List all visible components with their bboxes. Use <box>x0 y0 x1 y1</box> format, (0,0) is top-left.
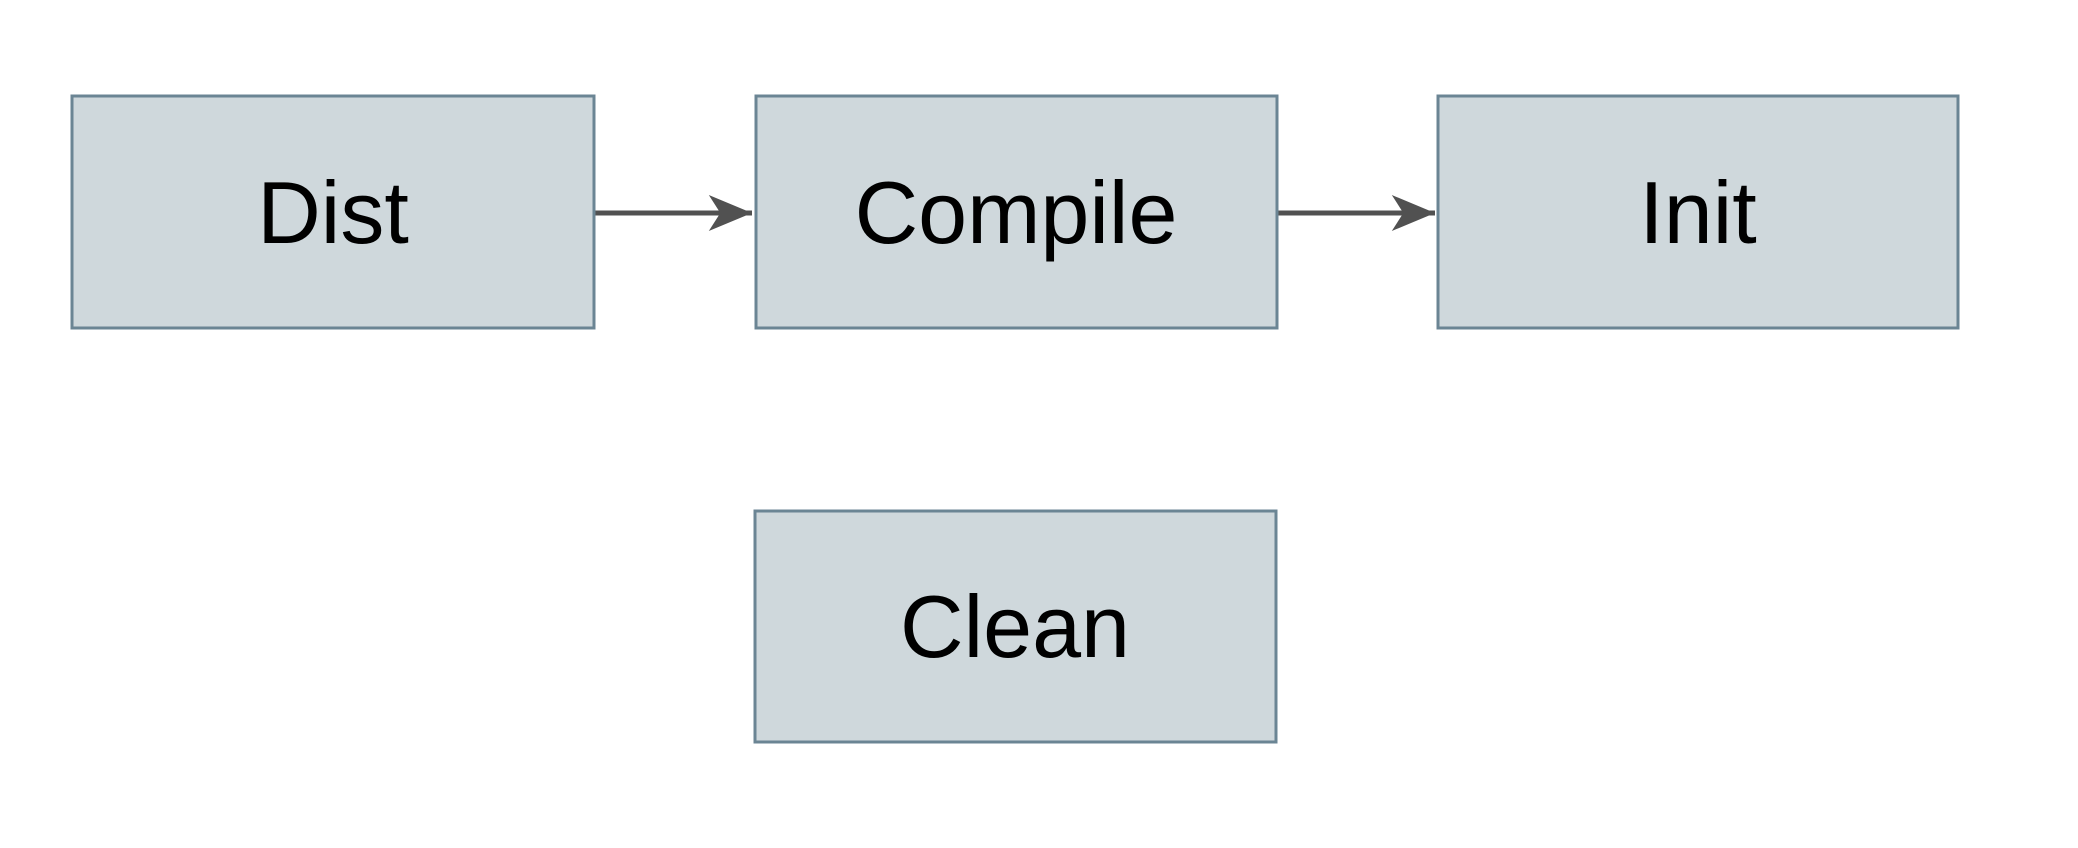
node-clean-label: Clean <box>900 577 1130 676</box>
node-dist-label: Dist <box>257 163 409 262</box>
node-clean-box[interactable] <box>753 509 1278 744</box>
node-compile[interactable]: Compile <box>754 94 1279 330</box>
node-init-label: Init <box>1639 163 1756 262</box>
node-init[interactable]: Init <box>1436 94 1960 330</box>
node-compile-box[interactable] <box>754 94 1279 330</box>
node-init-box[interactable] <box>1436 94 1960 330</box>
node-compile-label: Compile <box>855 163 1178 262</box>
node-clean[interactable]: Clean <box>753 509 1278 744</box>
node-dist[interactable]: Dist <box>70 94 596 330</box>
node-dist-box[interactable] <box>70 94 596 330</box>
